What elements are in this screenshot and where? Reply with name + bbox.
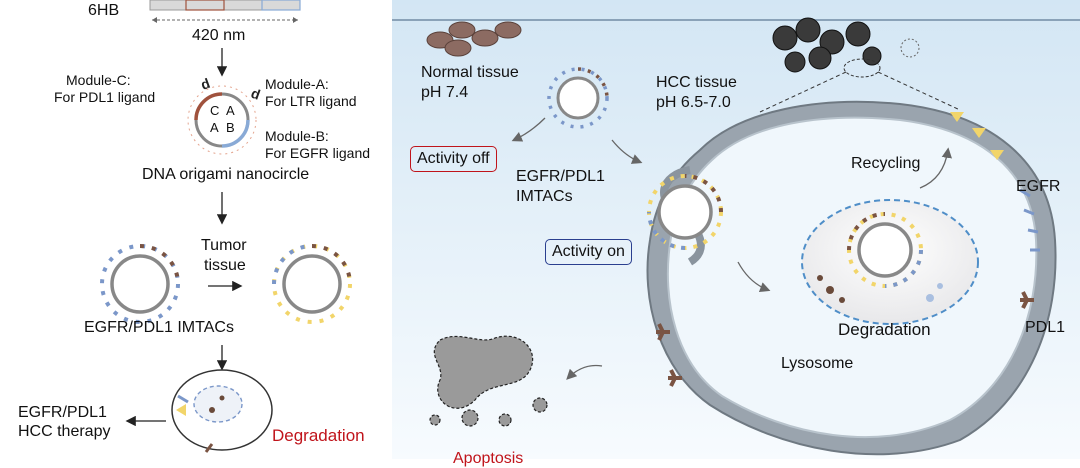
circle-letter-a-top: A xyxy=(226,103,235,118)
ltr-ligands xyxy=(950,112,1004,160)
imtac-before xyxy=(100,244,180,324)
recycling-label: Recycling xyxy=(851,155,921,172)
apoptosis-label: Apoptosis xyxy=(453,450,524,467)
module-a-title: Module-A: xyxy=(265,76,329,92)
normal-tissue-line2: pH 7.4 xyxy=(421,84,469,101)
normal-tissue-cells xyxy=(426,21,522,57)
circle-letter-a-bottom: A xyxy=(210,120,219,135)
tumor-cluster xyxy=(772,17,882,73)
module-c-desc: For PDL1 ligand xyxy=(54,89,156,105)
circle-letter-c: C xyxy=(210,103,220,118)
degradation-label-right: Degradation xyxy=(838,320,931,339)
hcc-tissue-line1: HCC tissue xyxy=(656,74,737,91)
length-scale xyxy=(152,17,298,23)
therapy-label-line2: HCC therapy xyxy=(18,423,111,440)
origami-bar xyxy=(149,0,301,11)
small-cell xyxy=(171,369,273,453)
tumor-label-line1: Tumor xyxy=(201,237,247,254)
nanocircle-diagram: d d xyxy=(187,75,263,155)
apoptosis-debris xyxy=(429,335,548,427)
imtac-normal xyxy=(547,67,609,129)
imtacs-right-line1: EGFR/PDL1 xyxy=(516,168,605,185)
egfr-label: EGFR xyxy=(1016,178,1061,195)
imtacs-right-line2: IMTACs xyxy=(516,188,573,205)
hb-label: 6HB xyxy=(88,2,120,19)
degradation-label-left: Degradation xyxy=(272,426,365,445)
normal-tissue-line1: Normal tissue xyxy=(421,64,519,81)
module-c-title: Module-C: xyxy=(66,72,131,88)
svg-text:d: d xyxy=(249,85,263,103)
circle-letter-b: B xyxy=(226,120,235,135)
therapy-label-line1: EGFR/PDL1 xyxy=(18,404,107,421)
imtac-hcc-bound xyxy=(647,174,723,250)
imtacs-label: EGFR/PDL1 IMTACs xyxy=(84,319,234,336)
lysosome xyxy=(801,199,979,325)
nanocircle-label: DNA origami nanocircle xyxy=(142,166,310,183)
tumor-label-line2: tissue xyxy=(204,257,246,274)
lysosome-label: Lysosome xyxy=(781,355,854,372)
length-label: 420 nm xyxy=(192,27,246,44)
module-a-desc: For LTR ligand xyxy=(265,93,357,109)
module-b-desc: For EGFR ligand xyxy=(265,145,371,161)
activity-off-box: Activity off xyxy=(410,146,497,172)
imtac-after xyxy=(272,244,352,324)
svg-text:d: d xyxy=(199,75,213,93)
activity-on-box: Activity on xyxy=(545,239,632,265)
hcc-tissue-line2: pH 6.5-7.0 xyxy=(656,94,731,111)
egfr-receptors xyxy=(1019,188,1040,252)
module-b-title: Module-B: xyxy=(265,128,329,144)
pdl1-receptors xyxy=(656,291,1034,387)
pdl1-label: PDL1 xyxy=(1025,319,1066,336)
